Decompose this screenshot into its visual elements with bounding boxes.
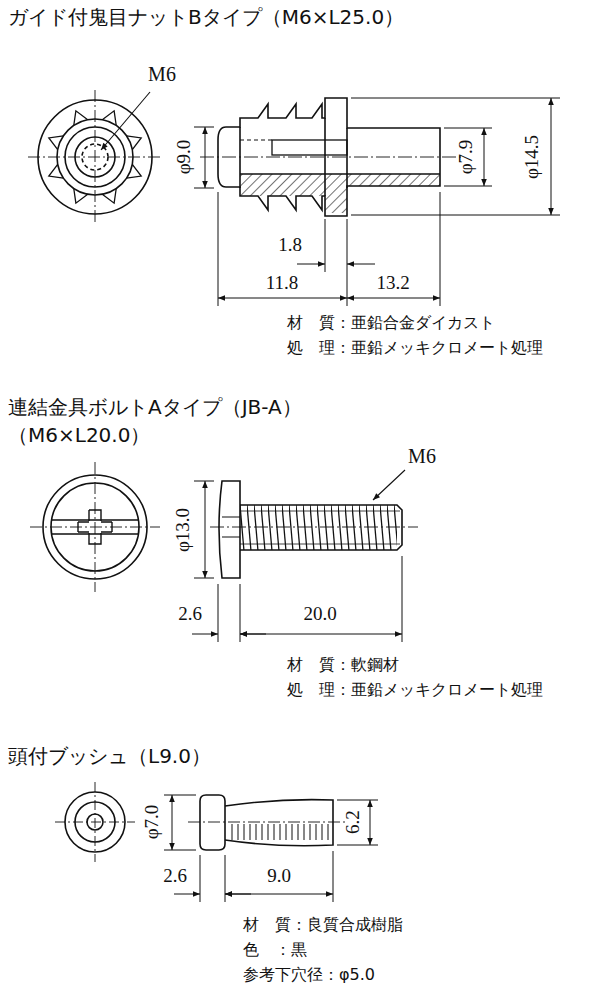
section-title: （M6×L20.0） bbox=[8, 424, 150, 447]
dimension-label: 11.8 bbox=[266, 272, 299, 294]
dimension-label: 2.6 bbox=[163, 865, 187, 887]
spec-note: 材 質：良質合成樹脂 bbox=[243, 916, 403, 934]
dimension-label: φ7.9 bbox=[455, 140, 477, 175]
dimension-label: φ13.0 bbox=[172, 508, 194, 552]
dimension-label: 20.0 bbox=[303, 603, 336, 625]
bolt-side-view bbox=[219, 481, 402, 578]
dimension-label: φ9.0 bbox=[173, 140, 195, 175]
dimension-label: φ7.0 bbox=[141, 805, 163, 840]
dimension-label: 6.2 bbox=[342, 810, 364, 834]
dimension-lines bbox=[194, 98, 560, 306]
spec-note: 材 質：亜鉛合金ダイカスト bbox=[287, 314, 495, 332]
dimension-label: M6 bbox=[408, 445, 436, 468]
spec-note: 参考下穴径：φ5.0 bbox=[243, 966, 375, 984]
dimension-label: φ14.5 bbox=[521, 135, 543, 179]
section-title: 連結金具ボルトAタイプ（JB-A） bbox=[8, 396, 302, 419]
section-title: 頭付ブッシュ（L9.0） bbox=[8, 745, 211, 768]
leader-line bbox=[101, 92, 150, 150]
spec-note: 処 理：亜鉛メッキクロメート処理 bbox=[287, 681, 543, 699]
spec-note: 処 理：亜鉛メッキクロメート処理 bbox=[287, 339, 543, 357]
dimension-label: 13.2 bbox=[376, 272, 409, 294]
dimension-lines bbox=[192, 481, 402, 642]
dimension-label: 9.0 bbox=[267, 865, 291, 887]
dimension-label: M6 bbox=[148, 63, 176, 86]
spec-note: 色 ：黒 bbox=[243, 941, 307, 959]
spec-note: 材 質：軟鋼材 bbox=[287, 656, 399, 674]
dimension-label: 2.6 bbox=[178, 603, 202, 625]
dimension-label: 1.8 bbox=[278, 234, 302, 256]
bush-side-view bbox=[200, 795, 333, 850]
leader-line bbox=[373, 470, 405, 500]
dimension-lines bbox=[164, 795, 378, 902]
section-title: ガイド付鬼目ナットBタイプ（M6×L25.0） bbox=[8, 6, 404, 29]
